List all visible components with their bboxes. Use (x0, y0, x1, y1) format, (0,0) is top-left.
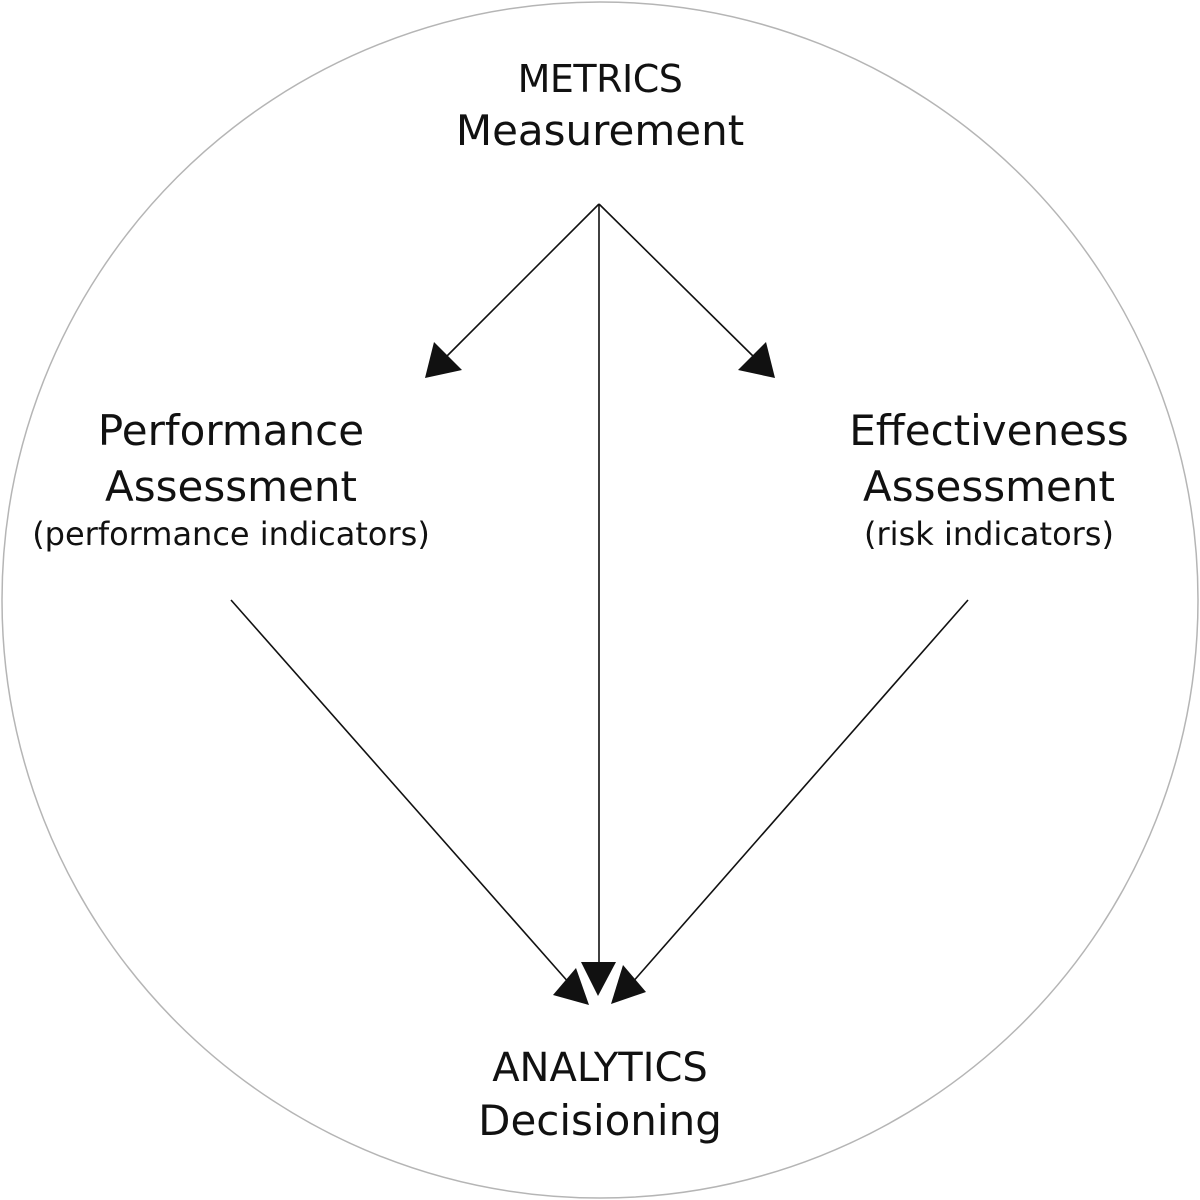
arrowhead-performance-to-analytics (553, 968, 589, 1005)
arrowhead-metrics-to-performance (425, 342, 462, 378)
node-analytics: ANALYTICS Decisioning (478, 1048, 722, 1142)
performance-subtitle: Assessment (105, 462, 357, 511)
effectiveness-title: Effectiveness (849, 406, 1129, 455)
arrowhead-effectiveness-to-analytics (611, 965, 646, 1004)
metrics-title: METRICS (517, 57, 683, 101)
effectiveness-note: (risk indicators) (864, 515, 1114, 553)
analytics-title: ANALYTICS (492, 1045, 708, 1091)
node-effectiveness-assessment: Effectiveness Assessment (risk indicator… (849, 406, 1129, 553)
edge-metrics-to-performance (442, 203, 600, 361)
performance-note: (performance indicators) (32, 515, 430, 553)
edge-metrics-to-effectiveness (598, 203, 758, 361)
arrowhead-metrics-to-effectiveness (738, 342, 775, 378)
metrics-subtitle: Measurement (455, 106, 745, 155)
arrowhead-metrics-to-analytics (581, 962, 616, 996)
node-metrics: METRICS Measurement (456, 60, 744, 152)
performance-title: Performance (97, 406, 365, 455)
analytics-subtitle: Decisioning (478, 1096, 722, 1145)
effectiveness-subtitle: Assessment (863, 462, 1115, 511)
edge-effectiveness-to-analytics (630, 599, 969, 985)
edge-performance-to-analytics (230, 599, 571, 985)
node-performance-assessment: Performance Assessment (performance indi… (32, 406, 430, 553)
